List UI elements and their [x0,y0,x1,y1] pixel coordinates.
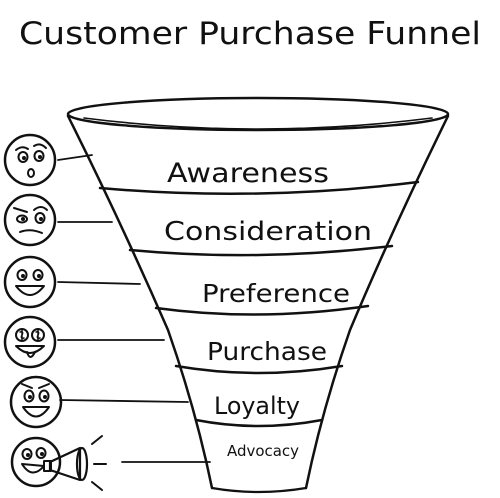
happy-face-icon [3,255,57,309]
delighted-face-icon [9,375,63,429]
connector-lines [57,154,211,463]
megaphone-icon [43,435,107,491]
skeptical-face-icon [3,193,57,247]
stage-label-consideration: Consideration [164,217,372,247]
stage-label-awareness: Awareness [167,158,329,189]
money-eyes-face-icon [3,315,57,369]
funnel-rim [66,96,450,132]
funnel-shape [66,96,450,494]
stage-label-advocacy: Advocacy [227,442,299,460]
stage-label-loyalty: Loyalty [214,392,300,420]
band-divider [154,304,370,316]
diagram-title: Customer Purchase Funnel [19,16,481,52]
funnel-right-wall [304,114,450,490]
stage-label-preference: Preference [202,279,350,308]
stage-label-purchase: Purchase [207,337,327,366]
band-divider [98,180,420,195]
band-divider [174,364,344,375]
band-divider [194,418,324,428]
funnel-left-wall [66,114,214,490]
confused-face-icon [3,133,57,187]
megaphone-face-icon [10,435,107,491]
band-divider [128,244,394,257]
